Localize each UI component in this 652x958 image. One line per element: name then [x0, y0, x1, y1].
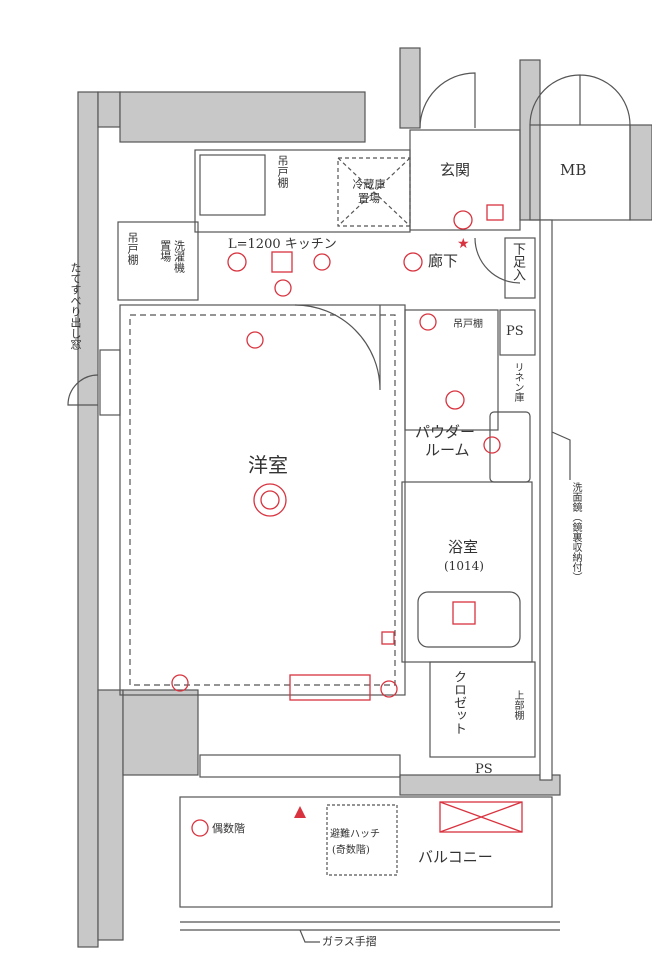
room-door — [294, 304, 381, 391]
hall-door — [474, 237, 521, 284]
glass-railing — [180, 921, 560, 931]
ps-top-box — [499, 309, 536, 356]
room-label-western: 洋室 — [248, 453, 288, 477]
entrance-door — [419, 72, 476, 129]
star-marker: ★ — [457, 236, 470, 252]
room-label-mb: MB — [560, 161, 587, 179]
label-shelf: 上部棚 — [512, 690, 523, 720]
label-hatch-1: 避難ハッチ — [330, 829, 380, 840]
label-kitchen-cabinet: 吊戸棚 — [276, 155, 289, 188]
fridge-space — [337, 157, 411, 227]
closet-box — [429, 661, 536, 758]
balcony-window — [199, 754, 401, 778]
room-label-kitchen: L=1200 キッチン — [228, 237, 337, 252]
room-label-powder-1: パウダー — [415, 423, 476, 441]
label-window: たてすべり出し窓 — [69, 262, 82, 350]
washer-area — [117, 221, 199, 301]
marker-triangle — [294, 806, 306, 818]
room-label-shoe-box: 下足入 — [510, 242, 525, 281]
room-label-powder-2: ルーム — [425, 441, 470, 459]
label-fridge-space: 冷蔵庫置場 — [352, 178, 386, 205]
room-label-ps-bottom: PS — [475, 762, 493, 777]
label-toilet-cabinet: 吊戸棚 — [453, 319, 483, 330]
toilet — [404, 309, 499, 431]
room-label-balcony: バルコニー — [418, 848, 493, 866]
label-washer-space: 洗濯機置場 — [158, 240, 186, 273]
label-wall-cabinet-left: 吊戸棚 — [126, 232, 139, 265]
western-room-outline — [119, 304, 406, 696]
walls — [77, 47, 652, 948]
label-linen: リネン庫 — [512, 362, 523, 402]
evacuation-hatch — [326, 804, 398, 876]
bathtub — [417, 591, 521, 648]
room-label-entrance: 玄関 — [440, 161, 471, 179]
room-label-hallway: 廊下 — [428, 252, 459, 270]
label-glass-rail: ガラス手摺 — [322, 935, 377, 948]
hatched-wall — [539, 219, 553, 781]
equipment-symbols — [171, 204, 523, 837]
balcony-floor — [179, 796, 553, 908]
label-mirror: 洗面鏡（鏡裏収納付） — [570, 482, 581, 582]
label-hatch-2: (奇数階) — [332, 845, 370, 856]
room-label-bathroom: 浴室 — [448, 538, 479, 556]
room-label-closet: クロゼット — [451, 670, 466, 735]
label-even-floor: 偶数階 — [212, 822, 245, 835]
casement-window — [99, 349, 121, 416]
mb-door — [529, 74, 631, 126]
room-label-bathroom-size: (1014) — [444, 559, 484, 573]
room-label-ps-top: PS — [506, 324, 524, 339]
vanity — [489, 411, 531, 483]
